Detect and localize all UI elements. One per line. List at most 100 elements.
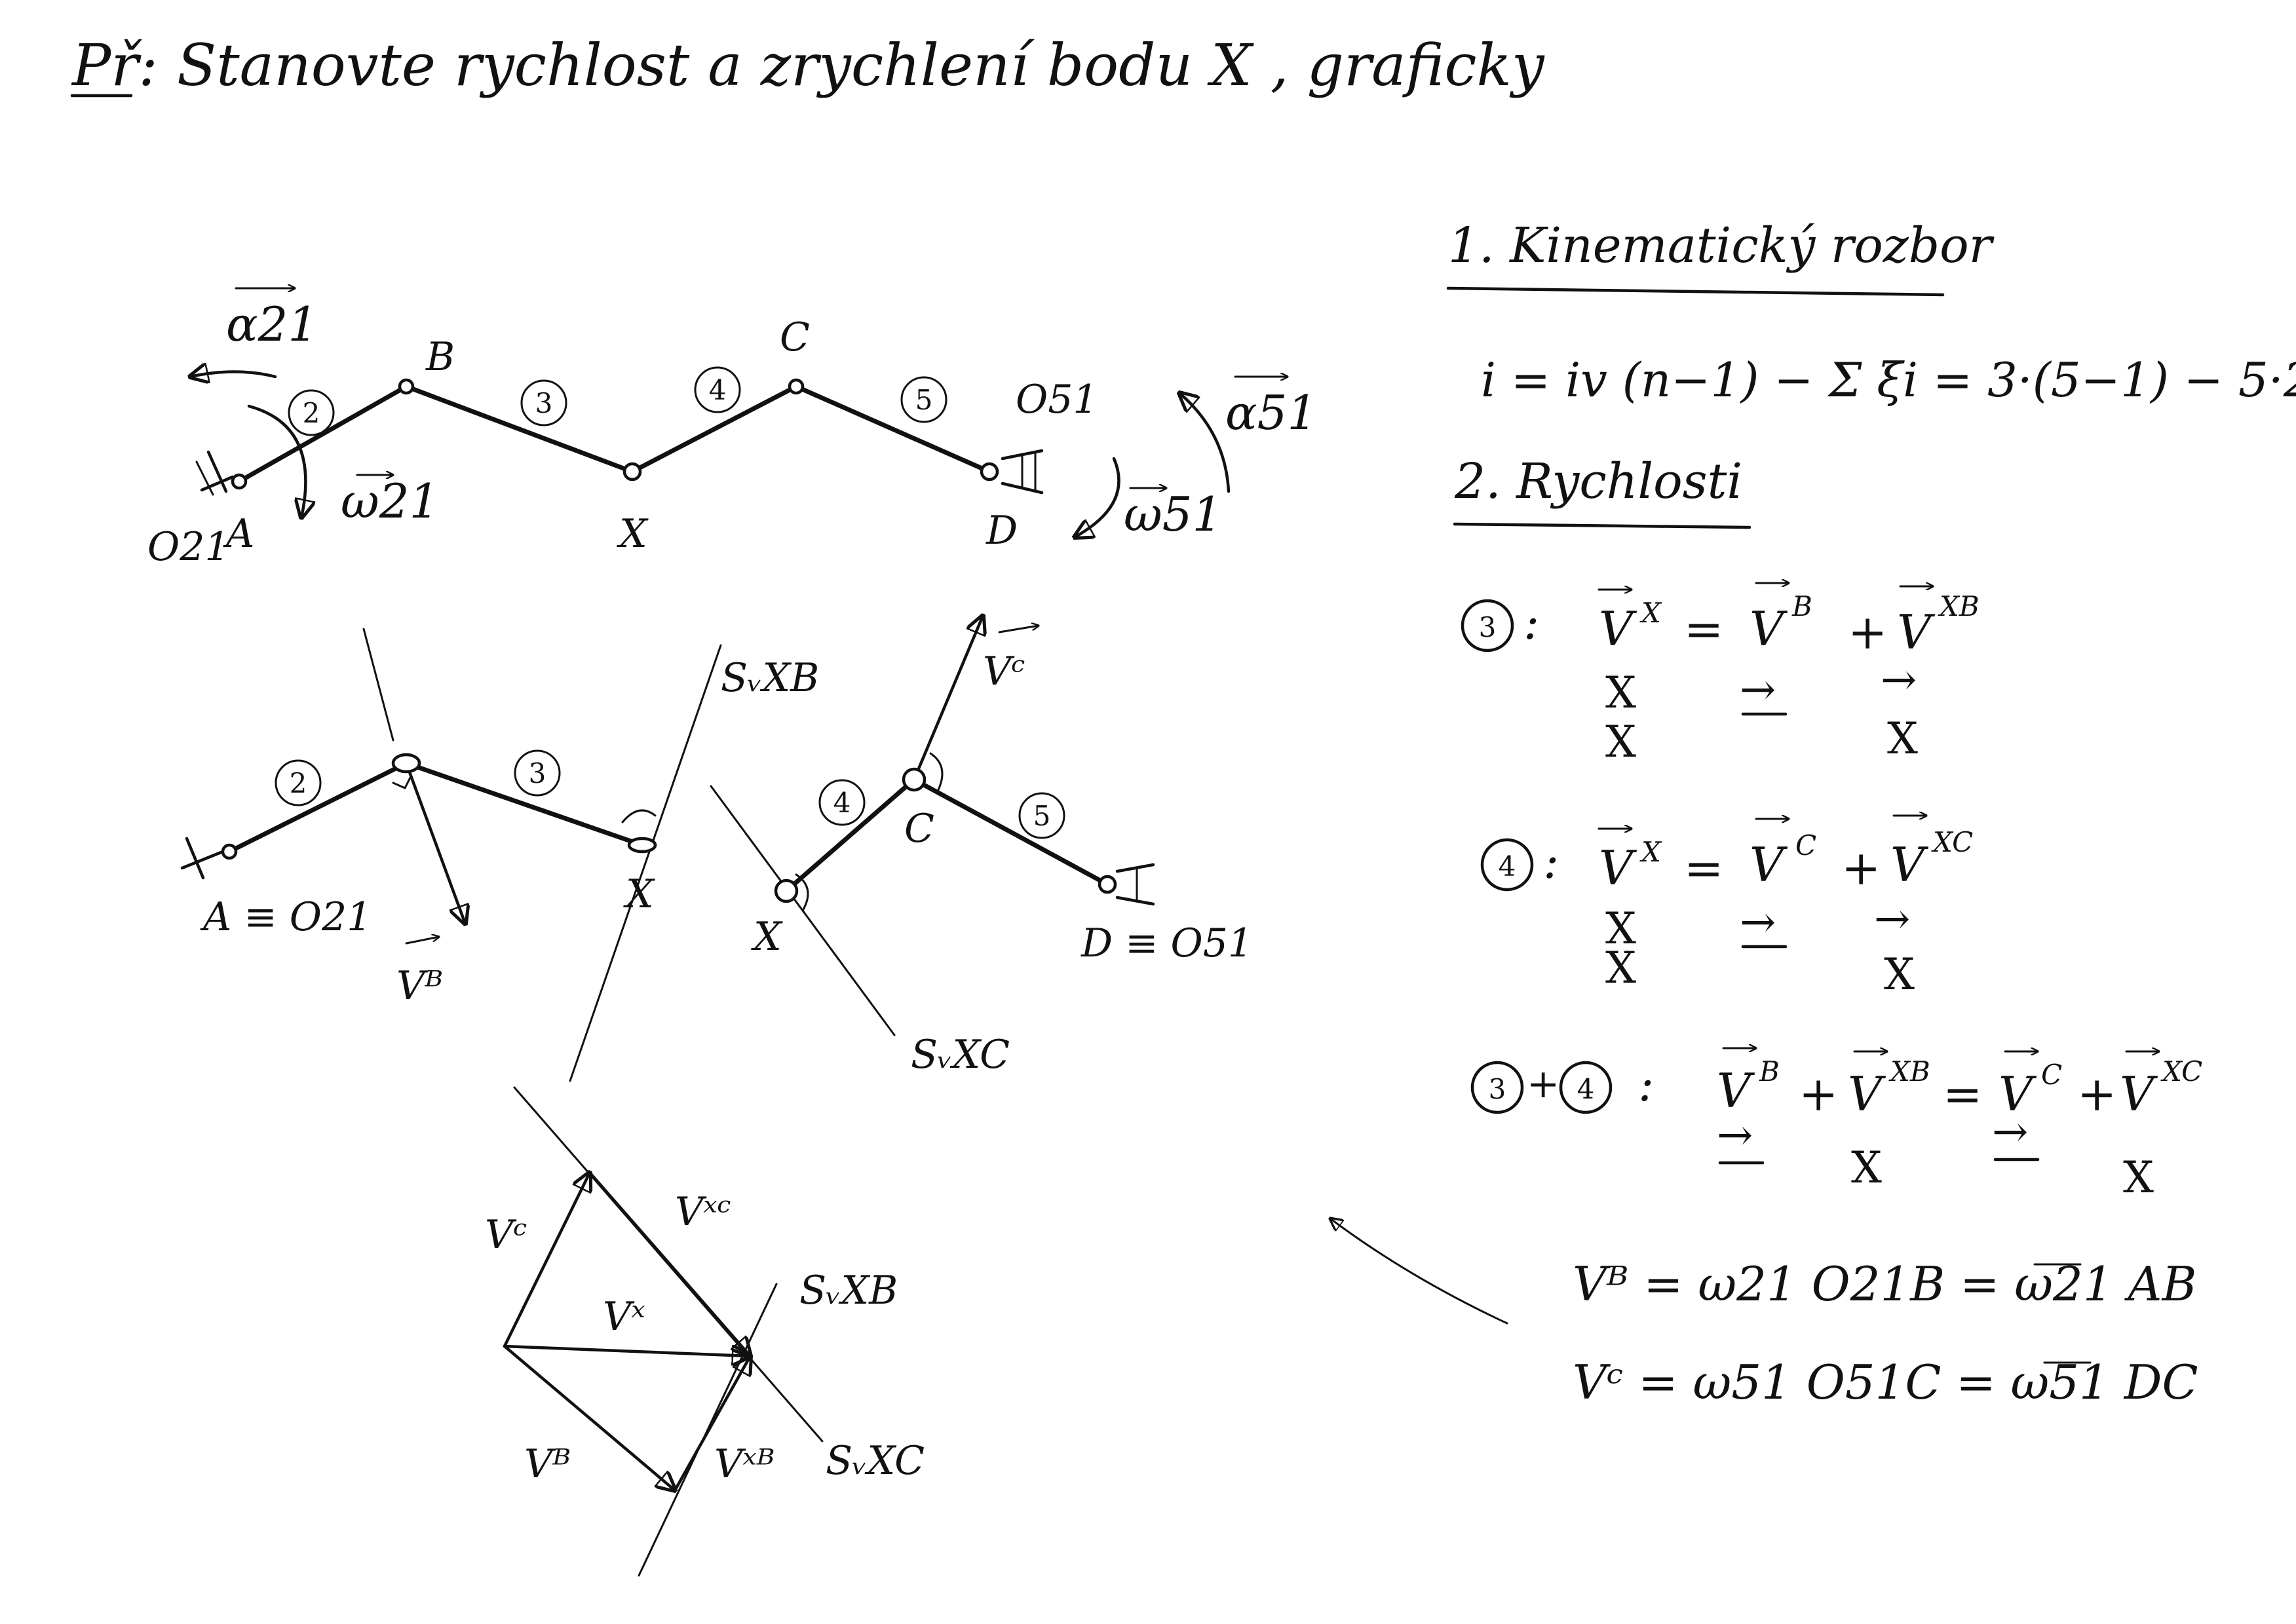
right-angle-mark-b [392, 776, 411, 789]
equation-link3: 3 : V X = V B + V XB X → → X X [1461, 583, 1980, 767]
polygon-vb-label: Vᴮ [524, 1441, 571, 1487]
link-4-tag-b: 4 [818, 779, 866, 826]
link-2-tag: 2 [288, 389, 335, 436]
vb-vector-icon [404, 761, 465, 924]
polygon-vx-vector-icon [503, 1344, 750, 1356]
omega51-arc-icon [1075, 457, 1120, 537]
equation-combined: 3 + 4 : V B + V XB = V C + V XC → X → X [1470, 1048, 2202, 1203]
link-3-tag: 3 [520, 379, 567, 426]
svg-text:3: 3 [529, 757, 546, 789]
omega21-arc-icon [247, 404, 305, 518]
svg-text:4: 4 [833, 787, 851, 819]
svg-text:X: X [2123, 1152, 2154, 1203]
point-x-label-c: X [751, 914, 783, 960]
svg-text:4: 4 [709, 374, 727, 406]
right-angle-mark-c [929, 752, 944, 794]
joint-x [622, 462, 642, 482]
polygon-vb-vector-icon [503, 1344, 675, 1490]
point-x-label: X [617, 511, 649, 557]
svg-text:V: V [1890, 837, 1929, 892]
joint-b [398, 378, 415, 395]
svg-text:X: X [1639, 597, 1662, 629]
svg-text:=: = [1684, 840, 1723, 896]
polygon-vx-label: Vˣ [603, 1294, 645, 1340]
vc-label: Vᶜ [983, 649, 1025, 694]
svg-text:C: C [1795, 829, 1816, 861]
link-5-tag-b: 5 [1018, 792, 1065, 839]
svg-text:5: 5 [915, 384, 933, 416]
svg-text:3: 3 [535, 387, 553, 419]
alpha21-label: α21 [226, 297, 318, 352]
polygon-vxb-vector-icon [673, 1356, 750, 1492]
svg-text:→: → [1717, 1110, 1753, 1160]
velocities-heading: 2. Rychlosti [1454, 453, 1742, 510]
right-angle-mark-x [621, 809, 657, 823]
svg-text:V: V [1599, 601, 1637, 656]
svg-text:+: + [2077, 1067, 2116, 1122]
svg-text:4: 4 [1577, 1073, 1595, 1105]
svg-text::: : [1523, 595, 1539, 650]
svg-text:XB: XB [1938, 590, 1980, 622]
point-o21-label: O21 [147, 524, 230, 570]
omega51-label: ω51 [1124, 487, 1222, 542]
kinematic-heading: 1. Kinematický rozbor [1448, 217, 1995, 274]
title-prefix: Př: [71, 31, 158, 99]
svg-text:V: V [1750, 837, 1788, 892]
mechanism-diagram: B C X A D O21 O51 2 3 4 5 α21 ω21 [147, 288, 1317, 570]
svg-text:XC: XC [1931, 826, 1973, 858]
mechanism-links [237, 384, 992, 484]
velocity-diagram-link3: 2 3 A ≡ O21 X Vᴮ SᵥXB [180, 628, 819, 1082]
title-text: Stanovte rychlost a zrychlení bodu X , g… [177, 31, 1545, 99]
s-xc-label: SᵥXC [911, 1032, 1010, 1078]
link-2-tag-b: 2 [275, 759, 322, 806]
ground-support-a2 [180, 837, 225, 880]
point-b-label: B [425, 334, 455, 380]
svg-text:→: → [1740, 664, 1776, 715]
analysis-column: 1. Kinematický rozbor i = iv (n−1) − Σ ξ… [1446, 217, 2296, 1410]
svg-text:V: V [2120, 1067, 2158, 1122]
vb-label: Vᴮ [396, 963, 443, 1009]
svg-text:V: V [1999, 1067, 2037, 1122]
svg-text:X: X [1605, 903, 1636, 954]
polygon-s-xc-label: SᵥXC [826, 1438, 925, 1484]
svg-text:V: V [1750, 601, 1788, 656]
point-c-label-b: C [904, 806, 934, 852]
kinematic-underline [1446, 286, 1945, 297]
polygon-vc-label: Vᶜ [485, 1212, 527, 1258]
title-block: Př: Stanovte rychlost a zrychlení bodu X… [70, 31, 1545, 99]
svg-text:V: V [1717, 1063, 1755, 1118]
svg-text::: : [1638, 1057, 1654, 1112]
velocity-diagram-link4: 4 5 C X D ≡ O51 Vᶜ SᵥXC [710, 616, 1253, 1078]
svg-text:+: + [1848, 605, 1887, 660]
link-4-tag: 4 [694, 366, 741, 413]
joint-a [231, 473, 248, 490]
svg-text:→: → [1874, 894, 1910, 944]
vb-magnitude-equation: Vᴮ = ω21 O21B = ω21 AB [1573, 1256, 2196, 1312]
svg-text:X: X [1851, 1142, 1882, 1193]
polygon-vc-vector-icon [503, 1173, 590, 1348]
svg-text:X: X [1605, 668, 1636, 718]
ground-support-d2 [1115, 863, 1155, 906]
point-c-label: C [780, 314, 810, 360]
polygon-vxc-vector-icon [588, 1171, 750, 1356]
svg-text:X: X [1605, 717, 1636, 767]
svg-text:V: V [1897, 605, 1936, 660]
point-o51-label: O51 [1016, 377, 1098, 423]
alpha51-arc-icon [1179, 393, 1231, 493]
omega21-label: ω21 [341, 474, 439, 529]
joint-c [788, 378, 805, 395]
dof-equation: i = iv (n−1) − Σ ξi = 3·(5−1) − 5·2 = 2 [1481, 352, 2296, 407]
link-3-tag-b: 3 [514, 749, 561, 797]
svg-text:B: B [1759, 1055, 1780, 1087]
s-xb-line [569, 644, 722, 1082]
svg-text:X: X [1605, 943, 1636, 993]
polygon-vxc-label: Vˣᶜ [675, 1189, 731, 1235]
link-5-tag: 5 [900, 376, 947, 423]
svg-text:3: 3 [1489, 1073, 1506, 1105]
polygon-vxb-label: Vˣᴮ [714, 1441, 775, 1487]
velocity-polygon: Vᶜ Vˣᶜ Vˣ Vᴮ Vˣᴮ SᵥXB SᵥXC [485, 1086, 925, 1577]
svg-text:XB: XB [1888, 1055, 1930, 1087]
svg-text:+: + [1841, 840, 1881, 896]
right-angle-mark-x2 [795, 873, 809, 912]
